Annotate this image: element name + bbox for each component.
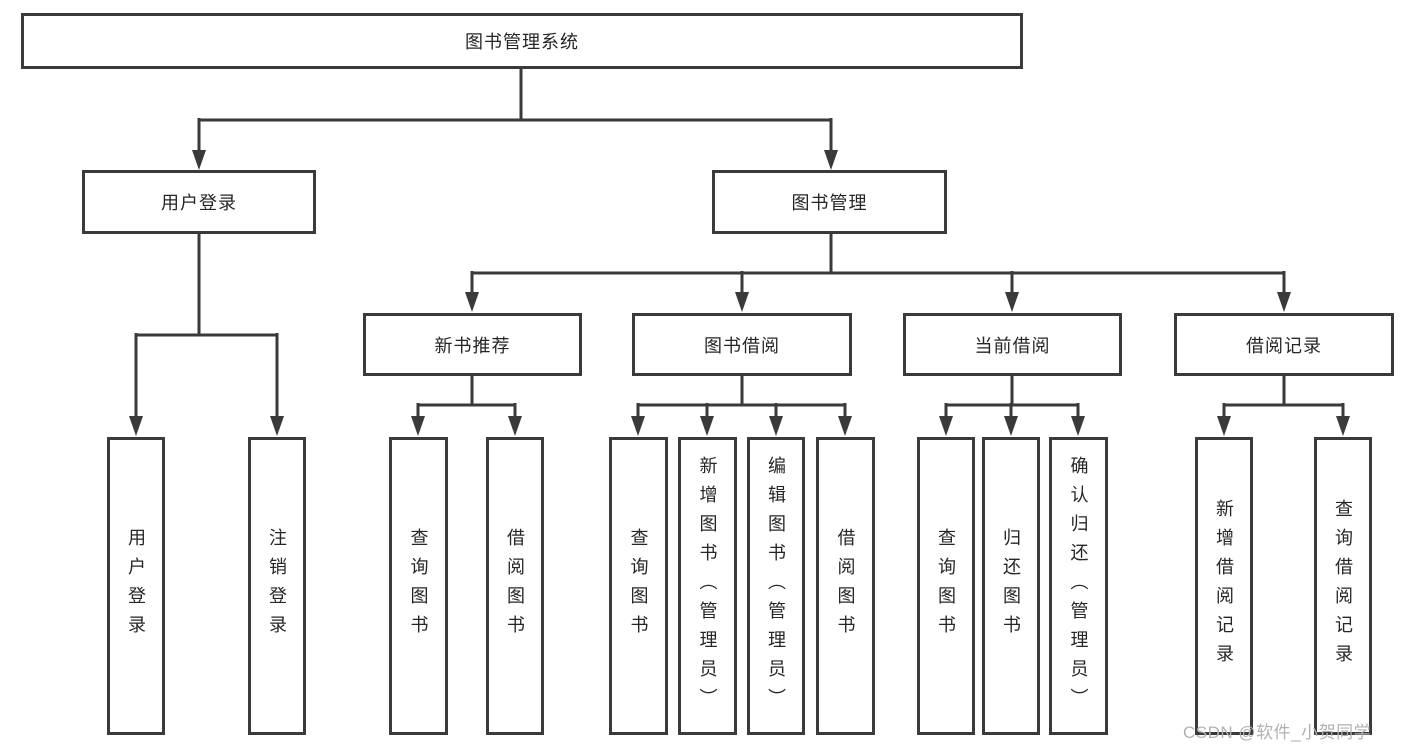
node-current-borrowing: 当前借阅 bbox=[903, 313, 1122, 376]
connector-root-to-level2 bbox=[197, 67, 833, 152]
node-query-borrow-record: 查询借阅记录 bbox=[1314, 437, 1372, 735]
arrowhead bbox=[631, 416, 645, 436]
arrowhead bbox=[769, 416, 783, 436]
node-library-management-system: 图书管理系统 bbox=[21, 13, 1023, 69]
node-borrow-books-recommend: 借阅图书 bbox=[486, 437, 544, 735]
arrowhead bbox=[1005, 292, 1019, 312]
arrowhead bbox=[1336, 416, 1350, 436]
node-leaf-logout: 注销登录 bbox=[248, 437, 306, 735]
arrowhead bbox=[735, 292, 749, 312]
node-add-books-admin: 新增图书（管理员） bbox=[678, 437, 737, 735]
arrowhead bbox=[1217, 416, 1231, 436]
node-add-borrow-record: 新增借阅记录 bbox=[1195, 437, 1253, 735]
node-query-books-current: 查询图书 bbox=[917, 437, 975, 735]
connector-login-to-leaves bbox=[134, 233, 279, 418]
node-edit-books-admin: 编辑图书（管理员） bbox=[747, 437, 805, 735]
node-query-books-borrow: 查询图书 bbox=[609, 437, 668, 735]
node-book-borrowing: 图书借阅 bbox=[632, 313, 852, 376]
arrowhead bbox=[129, 416, 143, 436]
node-query-books-recommend: 查询图书 bbox=[389, 437, 448, 735]
arrowhead bbox=[1277, 292, 1291, 312]
node-borrow-books: 借阅图书 bbox=[816, 437, 875, 735]
node-borrowing-records: 借阅记录 bbox=[1174, 313, 1394, 376]
arrowhead bbox=[465, 292, 479, 312]
csdn-watermark: CSDN @软件_小贺同学 bbox=[1183, 723, 1372, 742]
arrowhead bbox=[508, 416, 522, 436]
arrowhead bbox=[700, 416, 714, 436]
connector-record-split bbox=[1222, 376, 1345, 418]
arrowhead bbox=[939, 416, 953, 436]
node-confirm-return-admin: 确认归还（管理员） bbox=[1049, 437, 1108, 735]
node-leaf-user-login: 用户登录 bbox=[107, 437, 165, 735]
node-return-books: 归还图书 bbox=[982, 437, 1040, 735]
arrowhead bbox=[192, 150, 206, 170]
arrowhead bbox=[838, 416, 852, 436]
arrowhead bbox=[1004, 416, 1018, 436]
connector-current-split bbox=[944, 376, 1080, 418]
arrowhead bbox=[270, 416, 284, 436]
node-book-management: 图书管理 bbox=[712, 170, 947, 234]
arrowhead bbox=[824, 150, 838, 170]
connector-mgmt-to-level3 bbox=[470, 233, 1286, 294]
arrowhead bbox=[1071, 416, 1085, 436]
arrowheads bbox=[129, 150, 1350, 436]
node-new-book-recommend: 新书推荐 bbox=[363, 313, 582, 376]
connector-borrow-split bbox=[636, 376, 847, 418]
arrowhead bbox=[411, 416, 425, 436]
connector-newrec-split bbox=[416, 376, 517, 418]
node-user-login: 用户登录 bbox=[82, 170, 316, 234]
